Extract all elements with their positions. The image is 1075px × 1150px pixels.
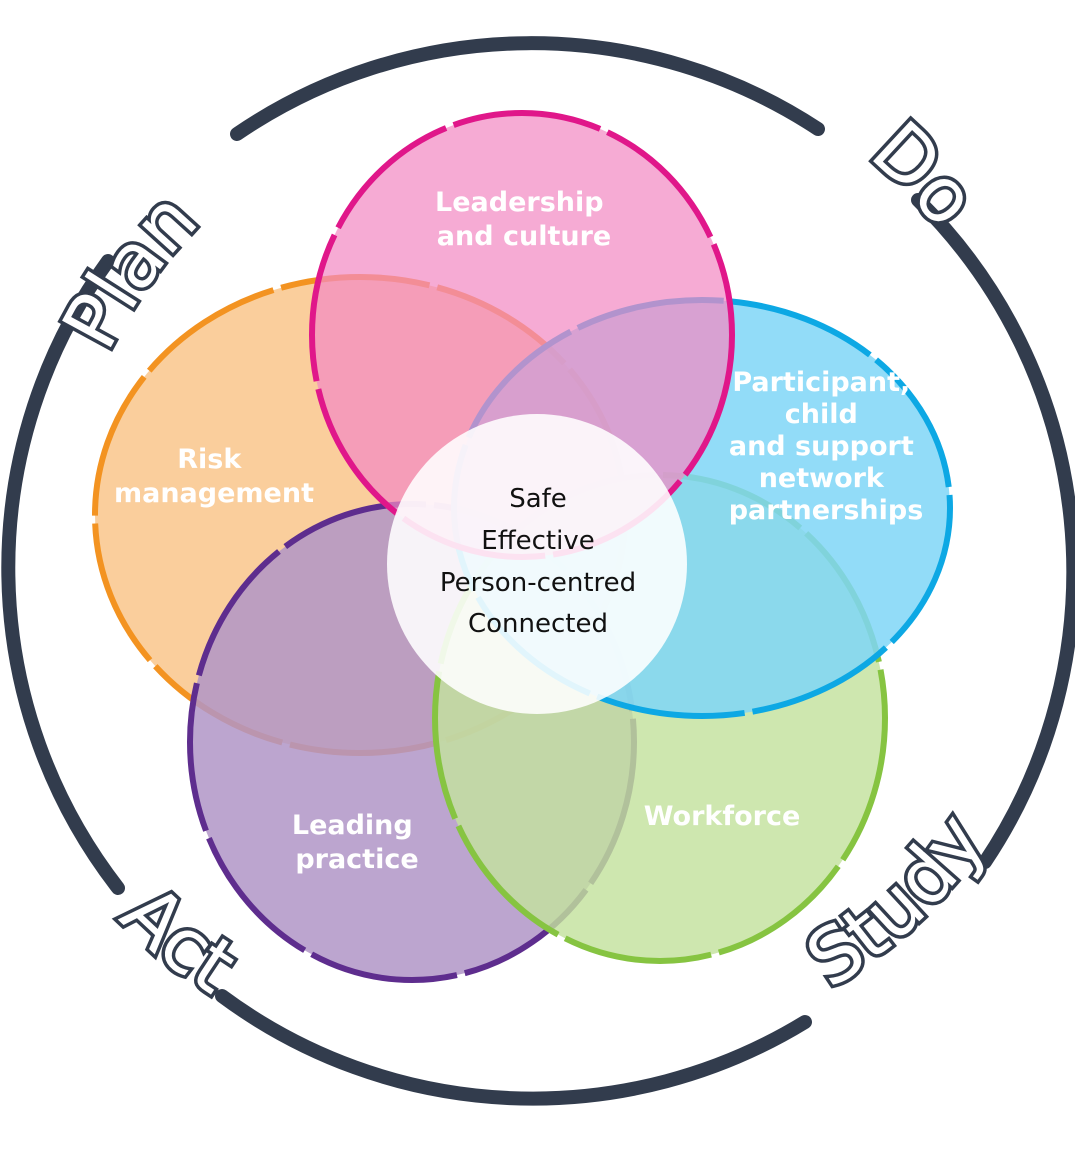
center-label-connected: Connected [468, 609, 608, 639]
label-leading-line-1: Leading [292, 810, 413, 841]
label-participant-partnerships: Participant, child and support network p… [729, 367, 924, 526]
label-leadership-line-2: and culture [437, 221, 611, 252]
center-label-person-centred: Person-centred [440, 568, 636, 598]
ring-arc-right [911, 193, 1075, 869]
label-risk-management: Risk management [114, 444, 314, 509]
cycle-label-act-path: Act [102, 864, 256, 1014]
cycle-label-do: Do [855, 104, 994, 243]
label-participant-line-3: and support [729, 431, 914, 462]
center-circle [387, 414, 687, 714]
label-leading-practice: Leading practice [292, 810, 422, 875]
ring-arc-top [230, 36, 825, 141]
cycle-label-do-path: Do [852, 101, 998, 247]
petal-labels: Leadership and culture Participant, chil… [114, 187, 923, 875]
label-leading-line-2: practice [295, 844, 418, 875]
label-leadership-line-1: Leadership [435, 187, 604, 218]
label-workforce: Workforce [644, 801, 801, 832]
center-label-effective: Effective [481, 526, 594, 556]
label-participant-line-1: Participant, [732, 367, 910, 398]
center-labels: Safe Effective Person-centred Connected [440, 484, 636, 639]
ring-arc-bottom [215, 989, 812, 1106]
label-risk-line-1: Risk [177, 444, 242, 475]
ring-arc-left [1, 254, 125, 895]
center-label-safe: Safe [509, 484, 567, 514]
label-leadership-culture: Leadership and culture [435, 187, 613, 252]
cycle-ring [1, 36, 1075, 1106]
label-participant-line-2: child [785, 399, 858, 430]
cycle-label-act: Act [105, 867, 252, 1010]
label-participant-line-4: network [759, 463, 885, 494]
label-participant-line-5: partnerships [729, 495, 924, 526]
label-risk-line-2: management [114, 478, 314, 509]
